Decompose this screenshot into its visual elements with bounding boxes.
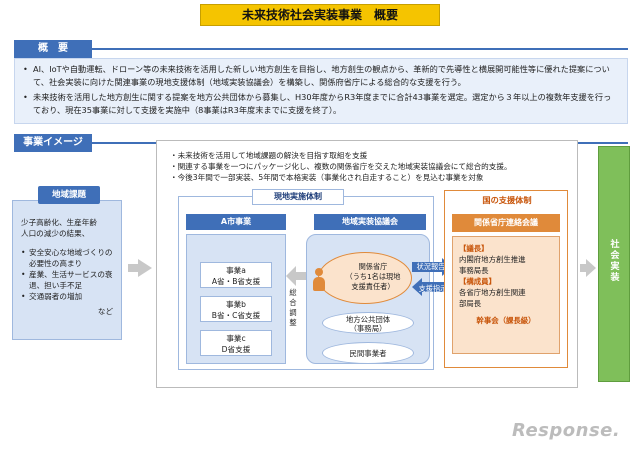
national-support-heading: 国の支援体制 xyxy=(482,195,532,205)
chair-line: 事務局長 xyxy=(459,266,489,275)
person-icon xyxy=(312,268,326,292)
flow-arrow-stem xyxy=(580,264,588,272)
chair-label: 【議長】 xyxy=(459,244,489,253)
social-implementation-bar: 社会実装 xyxy=(598,146,630,382)
liaison-meeting-heading: 関係省庁連絡会議 xyxy=(452,214,560,232)
social-implementation-label: 社会実装 xyxy=(608,239,619,283)
project-b: 事業b B省・C省支援 xyxy=(200,296,272,322)
member-line: 各省庁地方創生関連 xyxy=(459,288,526,297)
local-gov-line: 地方公共団体 xyxy=(345,315,391,324)
overview-divider xyxy=(92,48,628,50)
diagram-bullet: ・今後3年間で一部実装、5年間で本格実装（事業化され自走すること）を見込む事業を… xyxy=(170,173,484,182)
coordination-label: 総合調整 xyxy=(282,288,304,327)
project-support: D省支援 xyxy=(221,345,251,354)
coordination-arrow-icon xyxy=(286,266,308,286)
support-instruction-label: 支援指示 xyxy=(418,284,448,293)
region-item: 安全安心な地域づくりの必要性の高まり xyxy=(21,247,113,269)
project-support: A省・B省支援 xyxy=(211,277,261,286)
diagram-bullet: ・未来技術を活用して地域課題の解決を目指す取組を支援 xyxy=(170,151,368,160)
private-business-label: 民間事業者 xyxy=(349,349,387,358)
coordination-text: 総合調整 xyxy=(289,288,297,327)
liaison-meeting-box: 【議長】 内閣府地方創生推進 事務局長 【構成員】 各省庁地方創生関連 部局長 … xyxy=(452,236,560,354)
project-name: 事業b xyxy=(225,300,246,309)
private-business-ellipse: 民間事業者 xyxy=(322,342,414,364)
project-name: 事業a xyxy=(226,266,246,275)
region-item: 産業、生活サービスの衰退、担い手不足 xyxy=(21,269,113,291)
overview-bullet: 未来技術を活用した地方創生に関する提案を地方公共団体から募集し、H30年度からR… xyxy=(23,91,619,117)
secretaries-meeting: 幹事会（課長級） xyxy=(476,316,536,325)
response-logo: Response. xyxy=(512,420,621,441)
region-line: 少子高齢化、生産年齢 xyxy=(21,218,97,227)
overview-bullet: AI、IoTや自動運転、ドローン等の未来技術を活用した新しい地方創生を目指し、地… xyxy=(23,63,619,89)
project-name: 事業c xyxy=(226,334,246,343)
flow-arrow-stem xyxy=(128,264,138,272)
region-item: 交通弱者の増加 xyxy=(21,291,113,302)
project-c: 事業c D省支援 xyxy=(200,330,272,356)
image-section-heading: 事業イメージ xyxy=(14,134,92,152)
status-report-label: 状況報告 xyxy=(416,262,446,271)
ministries-line: 支援責任者） xyxy=(351,282,395,291)
acity-heading: A市事業 xyxy=(186,214,286,230)
local-gov-line: （事務局） xyxy=(349,324,387,333)
overview-heading: 概 要 xyxy=(14,40,92,58)
member-label: 【構成員】 xyxy=(459,277,496,286)
region-line: 人口の減少の結果、 xyxy=(21,229,90,238)
project-support: B省・C省支援 xyxy=(211,311,261,320)
ministries-line: 関係省庁 xyxy=(358,262,388,271)
local-structure-heading: 現地実施体制 xyxy=(252,189,344,205)
overview-box: AI、IoTや自動運転、ドローン等の未来技術を活用した新しい地方創生を目指し、地… xyxy=(14,58,628,124)
report-instruction-arrows xyxy=(412,258,452,296)
flow-arrow-icon xyxy=(586,259,596,277)
page-title: 未来技術社会実装事業 概要 xyxy=(200,4,440,26)
ministries-line: （うち1名は現地 xyxy=(345,272,401,281)
local-government-ellipse: 地方公共団体 （事務局） xyxy=(322,312,414,334)
chair-line: 内閣府地方創生推進 xyxy=(459,255,526,264)
region-etc: など xyxy=(97,307,113,316)
ministries-circle: 関係省庁 （うち1名は現地 支援責任者） xyxy=(318,252,412,304)
diagram-bullets: ・未来技術を活用して地域課題の解決を目指す取組を支援 ・関連する事業を一つにパッ… xyxy=(170,150,512,183)
council-heading: 地域実装協議会 xyxy=(314,214,426,230)
flow-arrow-icon xyxy=(138,259,152,277)
project-a: 事業a A省・B省支援 xyxy=(200,262,272,288)
diagram-bullet: ・関連する事業を一つにパッケージ化し、複数の関係省庁を交えた地域実装協議会にて総… xyxy=(170,162,512,171)
region-heading: 地域課題 xyxy=(38,186,100,204)
region-issues-box: 少子高齢化、生産年齢 人口の減少の結果、 安全安心な地域づくりの必要性の高まり … xyxy=(12,200,122,340)
member-line: 部局長 xyxy=(459,299,482,308)
